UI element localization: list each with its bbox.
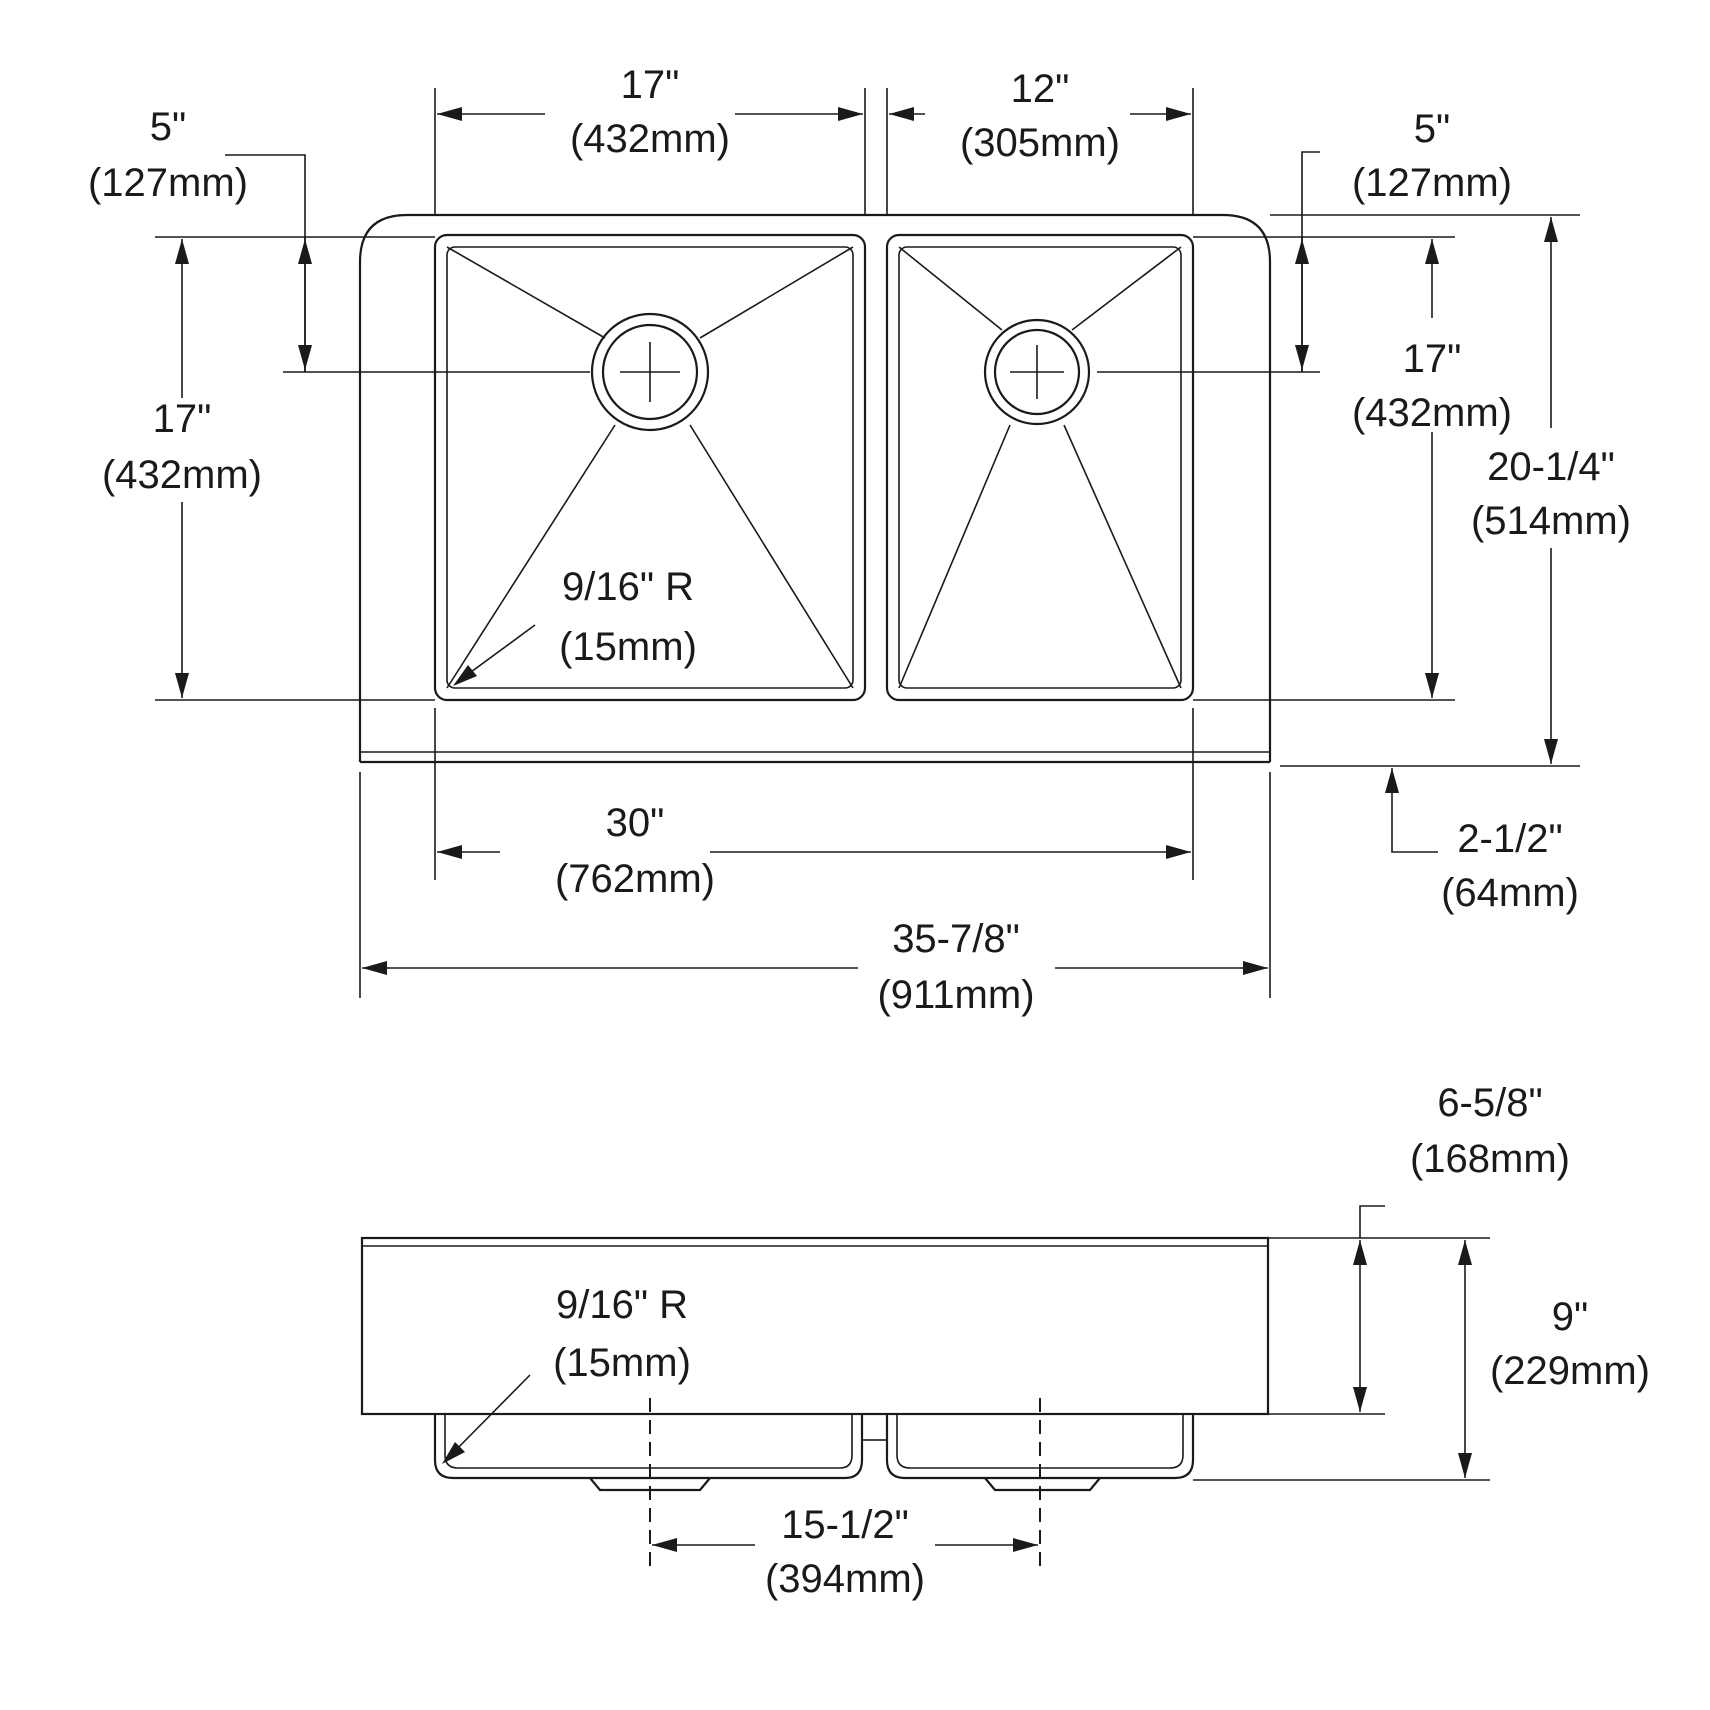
- dim-label-metric: (432mm): [1352, 391, 1512, 435]
- right-drain-profile: [984, 1477, 1101, 1492]
- dim-label: 17": [1403, 337, 1462, 381]
- dim-label: 17": [621, 63, 680, 107]
- right-drain-inner: [993, 328, 1081, 416]
- dim-label: 9": [1552, 1295, 1588, 1339]
- left-bowl-profile-inner: [444, 1414, 853, 1469]
- dim-label: 9/16" R: [556, 1283, 688, 1327]
- dim-label: 20-1/4": [1487, 445, 1615, 489]
- dim-overall-width: 35-7/8" (911mm): [362, 917, 1268, 1017]
- right-bowl-slope-line: [1071, 246, 1182, 331]
- dim-left-bowl-width: 17" (432mm): [437, 63, 863, 161]
- top-extension-lines: [155, 88, 1580, 998]
- front-view: 6-5/8" (168mm) 9" (229mm) 9/16" R (15mm)…: [360, 1081, 1650, 1601]
- left-bowl-slope-line: [446, 246, 606, 339]
- right-drain-outer: [983, 318, 1091, 426]
- left-bowl-outer: [433, 233, 867, 702]
- dim-right-bowl-depth: 17" (432mm): [1352, 239, 1512, 698]
- right-bowl-slope-line: [898, 246, 1003, 331]
- dim-corner-radius-top: 9/16" R (15mm): [453, 565, 697, 686]
- dim-label-metric: (394mm): [765, 1557, 925, 1601]
- dim-overall-depth: 20-1/4" (514mm): [1471, 217, 1631, 764]
- dim-label: 17": [153, 397, 212, 441]
- apron-front: [360, 1236, 1270, 1416]
- left-drain-inner: [601, 323, 699, 421]
- dim-label-metric: (762mm): [555, 857, 715, 901]
- right-bowl-outer: [885, 233, 1195, 702]
- dim-label: 6-5/8": [1437, 1081, 1542, 1125]
- dim-label-metric: (15mm): [559, 625, 697, 669]
- dim-label: 35-7/8": [892, 917, 1020, 961]
- left-bowl: [433, 233, 867, 702]
- dim-label: 15-1/2": [781, 1503, 909, 1547]
- dim-label: 9/16" R: [562, 565, 694, 609]
- right-bowl-inner: [898, 246, 1182, 689]
- dim-label-metric: (64mm): [1441, 871, 1579, 915]
- dim-right-drain-offset: 5" (127mm): [1295, 107, 1512, 372]
- dim-label-metric: (305mm): [960, 121, 1120, 165]
- left-drain-outer: [590, 312, 710, 432]
- dim-label-metric: (229mm): [1490, 1349, 1650, 1393]
- dim-label: 5": [150, 105, 186, 149]
- top-view: 17" (432mm) 12" (305mm) 5" (127mm) 5" (1: [88, 63, 1631, 1017]
- dim-overall-height: 9" (229mm): [1458, 1240, 1650, 1478]
- dim-label-metric: (911mm): [877, 973, 1034, 1017]
- dim-apron-height: 6-5/8" (168mm): [1353, 1081, 1570, 1412]
- dim-left-drain-offset: 5" (127mm): [88, 105, 312, 372]
- dim-label-metric: (432mm): [570, 117, 730, 161]
- left-bowl-slope-line: [446, 424, 616, 689]
- dim-apron-depth: 2-1/2" (64mm): [1385, 768, 1579, 915]
- dim-label-metric: (127mm): [1352, 161, 1512, 205]
- dim-left-bowl-depth: 17" (432mm): [102, 239, 262, 698]
- sink-deck-outline: [358, 213, 1272, 762]
- left-bowl-slope-line: [689, 424, 854, 689]
- front-extension-lines: [1193, 1205, 1490, 1481]
- dim-bowls-span: 30" (762mm): [437, 801, 1191, 901]
- right-bowl: [885, 233, 1195, 702]
- left-bowl-slope-line: [699, 246, 854, 339]
- dim-label: 30": [606, 801, 665, 845]
- dim-right-bowl-width: 12" (305mm): [889, 67, 1191, 165]
- dim-corner-radius-front: 9/16" R (15mm): [442, 1283, 691, 1464]
- dim-label-metric: (15mm): [553, 1341, 691, 1385]
- dim-label-metric: (432mm): [102, 453, 262, 497]
- dim-label-metric: (127mm): [88, 161, 248, 205]
- dim-drain-spacing: 15-1/2" (394mm): [652, 1503, 1038, 1601]
- left-bowl-inner: [446, 246, 854, 689]
- dim-label-metric: (514mm): [1471, 499, 1631, 543]
- bowl-divider: [861, 1413, 888, 1441]
- dim-label: 2-1/2": [1457, 817, 1562, 861]
- dim-label: 5": [1414, 107, 1450, 151]
- right-bowl-slope-line: [898, 424, 1011, 689]
- right-bowl-slope-line: [1063, 424, 1182, 689]
- dim-label-metric: (168mm): [1410, 1137, 1570, 1181]
- dim-label: 12": [1011, 67, 1070, 111]
